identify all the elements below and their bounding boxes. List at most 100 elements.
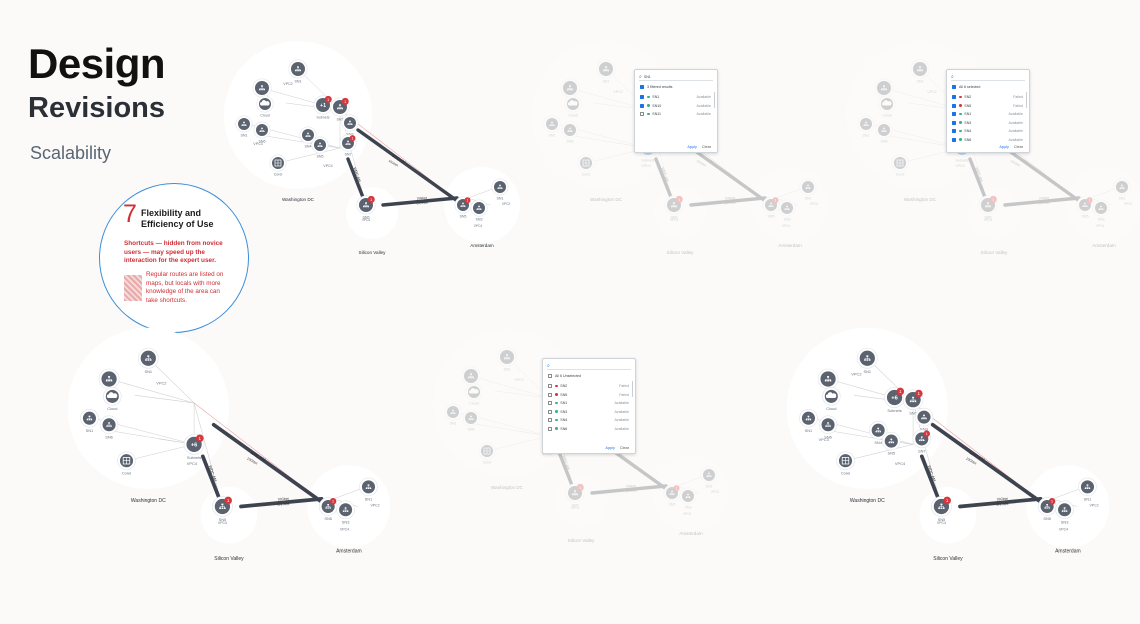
connection-line — [968, 157, 990, 207]
node-label: SN5 — [1082, 215, 1089, 219]
connection-line — [148, 357, 195, 404]
subnet-search-field[interactable]: ⌕ — [547, 362, 631, 370]
subnet-search-field[interactable]: ⌕SN1 — [639, 73, 713, 81]
node-label: SN5 — [317, 155, 324, 159]
link-label: WDC-AM — [352, 167, 361, 183]
node-label: Cloud — [568, 114, 577, 118]
node-label: SN1 — [144, 369, 152, 374]
subnet-status: Available — [1008, 137, 1023, 142]
select-all-row[interactable]: All 6 Unselected — [548, 372, 629, 380]
clear-button[interactable]: Clear — [619, 446, 629, 450]
select-all-row[interactable]: 3 filtered results — [640, 83, 711, 91]
link-label: SV-AM — [724, 201, 735, 206]
node-label: Subnets — [955, 159, 968, 163]
grid-icon — [582, 159, 590, 167]
clear-button[interactable]: Clear — [1013, 145, 1023, 149]
apply-button[interactable]: Apply — [999, 145, 1009, 149]
node-label: SN3 — [347, 133, 354, 137]
alert-badge-count: 1 — [327, 98, 329, 102]
subnet-checkbox — [548, 401, 552, 405]
grid-icon — [896, 159, 904, 167]
node-label: SN3 — [1098, 218, 1105, 222]
region-label: Washington DC — [491, 485, 524, 490]
alert-badge-count: 1 — [926, 432, 928, 436]
node-label: SN1 — [603, 80, 610, 84]
subnet-name: SN1 — [560, 401, 568, 405]
subnet-search-field[interactable]: ⌕ — [951, 73, 1025, 81]
region-bubble — [1066, 167, 1140, 243]
subnet-status: Available — [1008, 120, 1023, 125]
site-node: SN3 — [336, 500, 355, 524]
link-label: SV-AM — [416, 201, 427, 206]
clear-button[interactable]: Clear — [701, 145, 711, 149]
link-label: 10Gbps — [246, 456, 258, 465]
site-node: SN1 — [856, 347, 878, 374]
status-dot — [647, 112, 650, 116]
node-label: Corel — [582, 173, 591, 177]
node-label: SN3 — [342, 519, 350, 524]
site-node: SN4 — [299, 126, 317, 149]
subnet-name: SN2 — [964, 95, 972, 99]
vpc-label: VPC4 — [1096, 224, 1105, 228]
alert-badge — [576, 483, 584, 491]
subnet-status: Failed — [1013, 103, 1023, 108]
alert-badge — [349, 135, 356, 142]
corel-node: Corel — [269, 154, 287, 177]
alert-badge — [324, 95, 332, 103]
subnet-checkbox — [548, 418, 552, 422]
subnet-name: SN11 — [652, 112, 662, 116]
connection-line — [555, 445, 577, 495]
alert-badge-count: 1 — [678, 198, 680, 202]
node-label: SN5 — [887, 451, 895, 456]
link-label: WDC-AM — [391, 154, 406, 165]
region-label: Washington DC — [282, 197, 315, 202]
subnet-checkbox — [952, 95, 956, 99]
node-label: SN5 — [324, 516, 332, 521]
cloud-icon — [825, 392, 837, 399]
apply-button[interactable]: Apply — [687, 145, 697, 149]
select-all-row[interactable]: All 6 selected — [952, 83, 1023, 91]
connection-line — [676, 474, 708, 487]
connection-line — [239, 497, 324, 509]
vpc-label: VPC2 — [851, 372, 861, 377]
region-bubble — [224, 41, 372, 189]
node-label: SN4 — [305, 145, 312, 149]
vpc-label: VPC2 — [927, 90, 936, 94]
alert-badge — [341, 97, 349, 105]
region-label: Amsterdam — [1092, 243, 1116, 248]
panel-footer: Apply Clear — [687, 145, 711, 149]
subnet-name: SN1 — [964, 112, 972, 116]
subnet-checkbox — [952, 120, 956, 125]
status-dot — [555, 418, 558, 422]
connection-line — [1003, 196, 1081, 207]
alert-badge-count: 1 — [918, 391, 921, 396]
alert-badge — [1086, 197, 1093, 204]
site-node: SN6 — [253, 121, 271, 144]
apply-button[interactable]: Apply — [605, 446, 615, 450]
node-label: SN1 — [1084, 497, 1092, 502]
section-label: Scalability — [30, 143, 112, 163]
connection-line — [193, 402, 223, 507]
